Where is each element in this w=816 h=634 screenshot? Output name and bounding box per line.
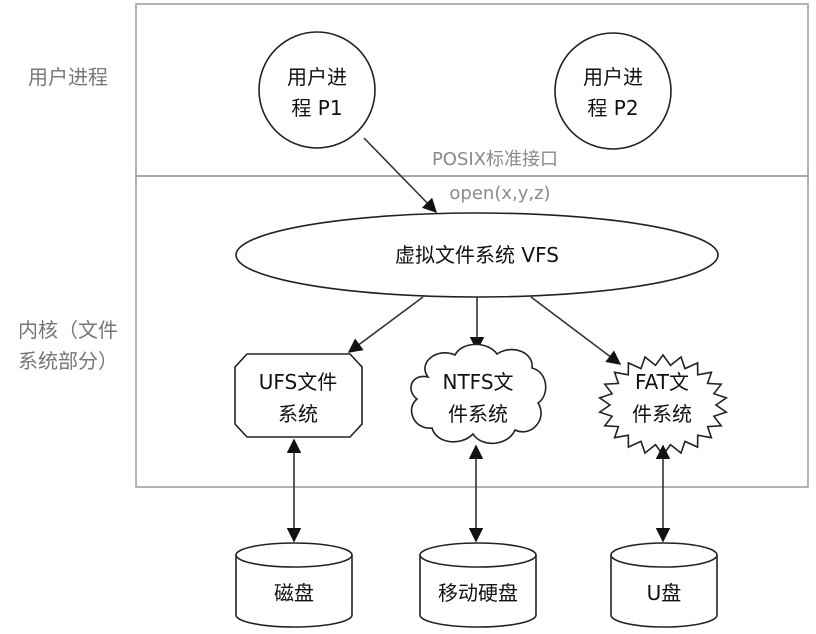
vfs-label: 虚拟文件系统 VFS <box>395 243 559 267</box>
disk-cylinder: 磁盘 <box>235 542 353 628</box>
process-p1-label-line1: 用户进 <box>287 65 347 89</box>
ufs-node: UFS文件 系统 <box>234 353 363 438</box>
ntfs-label-line1: NTFS文 <box>442 370 513 394</box>
ufs-label-line1: UFS文件 <box>259 370 338 394</box>
fat-label-line2: 件系统 <box>632 402 692 426</box>
vfs-to-ufs-arrow <box>347 296 424 353</box>
ufs-label-line2: 系统 <box>278 402 318 426</box>
disk-label: 磁盘 <box>274 581 314 605</box>
fat-label-line1: FAT文 <box>635 370 689 394</box>
removable-disk-label: 移动硬盘 <box>438 581 518 605</box>
open-call-label: open(x,y,z) <box>449 183 550 204</box>
process-p1-node: 用户进 程 P1 <box>258 31 376 149</box>
process-p2-node: 用户进 程 P2 <box>554 32 672 150</box>
vfs-node: 虚拟文件系统 VFS <box>235 212 719 298</box>
fat-node: FAT文 件系统 <box>597 353 729 457</box>
removable-disk-cylinder: 移动硬盘 <box>419 542 537 628</box>
user-space-label: 用户进程 <box>28 65 108 89</box>
kernel-label-line1: 内核（文件 <box>18 318 118 342</box>
process-p1-label-line2: 程 P1 <box>291 96 342 120</box>
process-p2-label-line2: 程 P2 <box>587 96 638 120</box>
process-p2-label-line1: 用户进 <box>583 65 643 89</box>
kernel-label-line2: 系统部分） <box>18 349 118 373</box>
vfs-to-fat-arrow <box>530 296 622 365</box>
usb-disk-label: U盘 <box>647 581 682 605</box>
p1-to-vfs-arrow <box>363 137 438 214</box>
ntfs-node: NTFS文 件系统 <box>410 343 547 445</box>
ntfs-label-line2: 件系统 <box>448 402 508 426</box>
usb-disk-cylinder: U盘 <box>610 542 718 628</box>
posix-interface-label: POSIX标准接口 <box>432 149 558 170</box>
